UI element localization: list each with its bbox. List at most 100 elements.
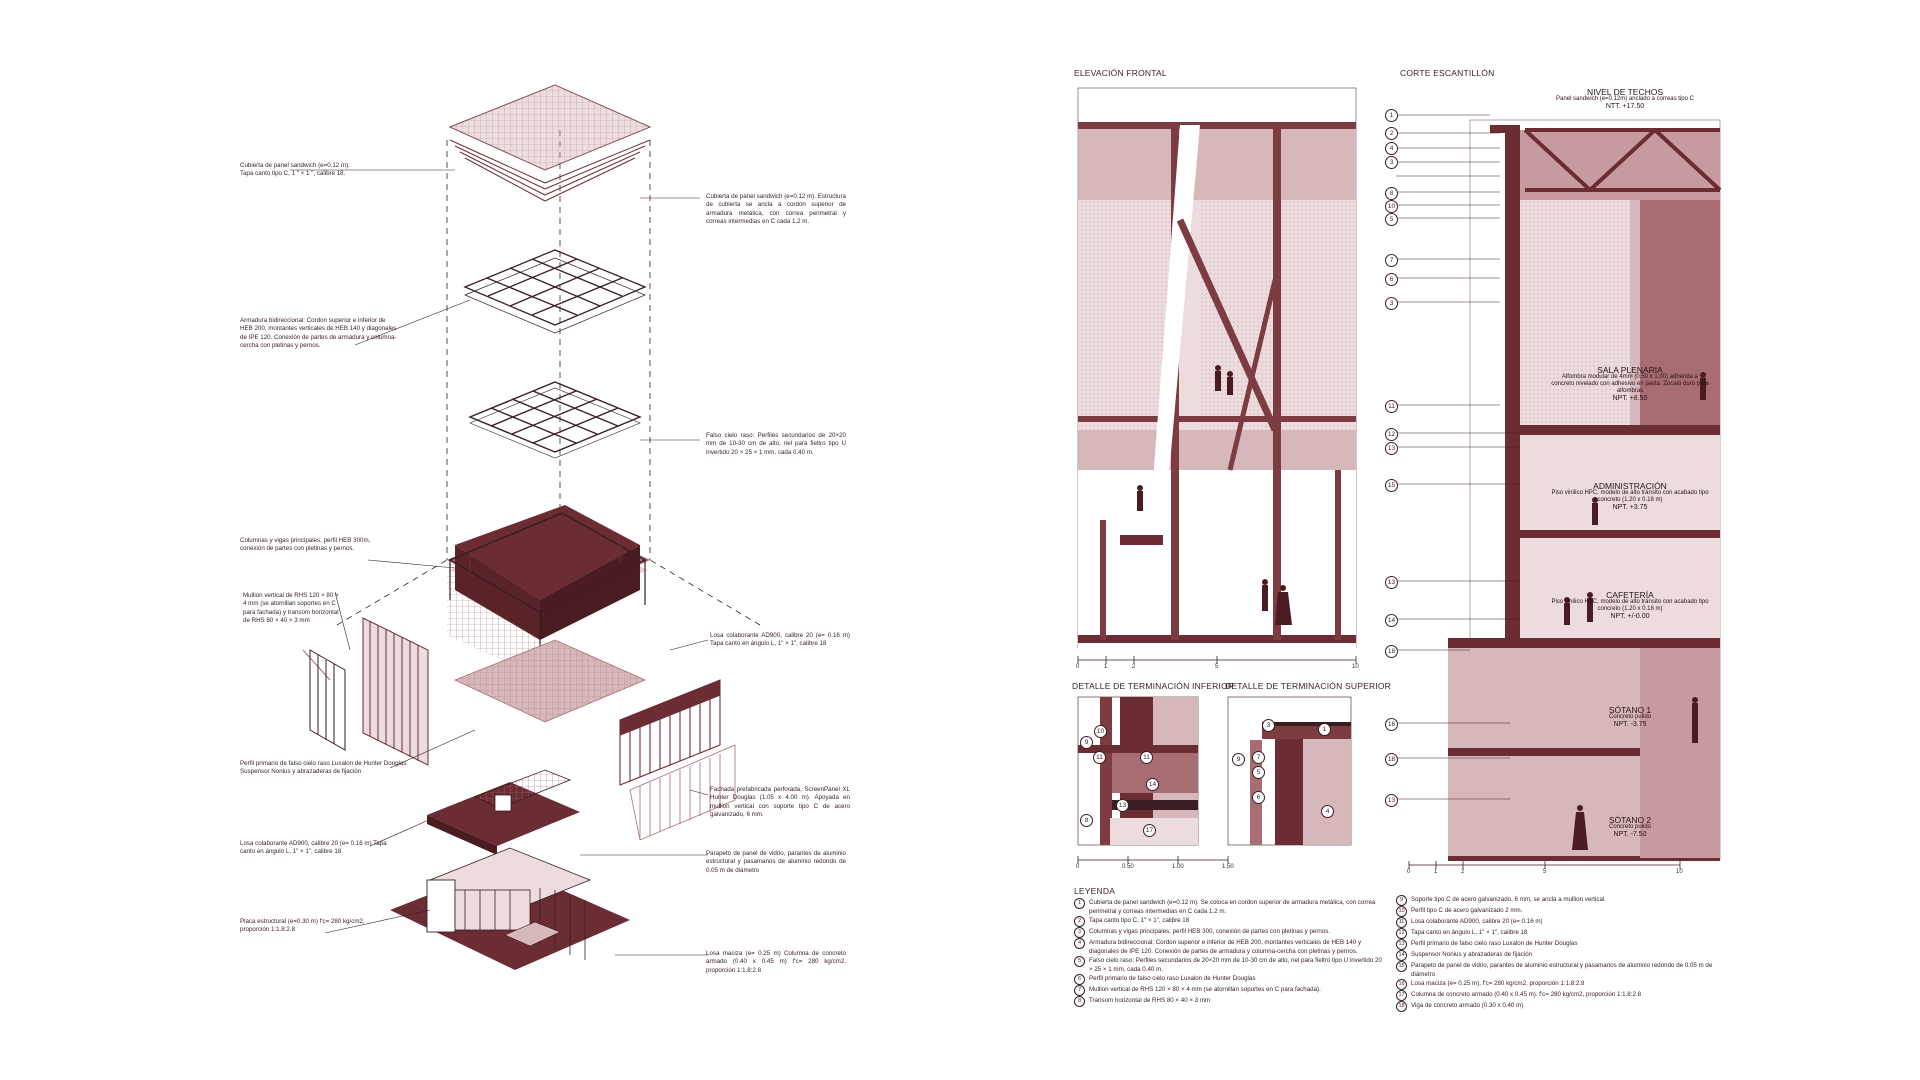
legend-key: 14 — [1396, 950, 1407, 961]
level-sotano-1: SÓTANO 1 Concreto pulido NPT. -3.75 — [1570, 706, 1690, 729]
lower-floor-slab — [427, 769, 580, 855]
level-sot1-desc: Concreto pulido — [1608, 714, 1652, 720]
legend-item: 8 Transom horizontal de RHS 80 × 40 × 3 m… — [1074, 996, 1384, 1007]
callout: 13 — [1385, 576, 1398, 589]
callout: 4 — [1321, 805, 1334, 818]
legend-key: 9 — [1396, 895, 1407, 906]
detail-lower-title: DETALLE DE TERMINACIÓN INFERIOR — [1072, 681, 1235, 691]
legend-text: Suspensor Nonius y abrazaderas de fijaci… — [1411, 951, 1533, 958]
section-scale-2: 2 — [1461, 869, 1465, 875]
exploded-axonometric — [290, 84, 761, 970]
level-roof-npt: NTT. +17.50 — [1605, 103, 1645, 110]
callout: 10 — [1094, 725, 1107, 738]
legend-key: 1 — [1074, 898, 1085, 909]
callout: 8 — [1385, 187, 1398, 200]
legend-text: Losa colaborante AD900, calibre 20 (e= 0… — [1411, 918, 1543, 925]
right-screen-panel — [629, 744, 736, 841]
front-elevation — [1077, 87, 1357, 664]
level-cafe-npt: NPT. +/-0.00 — [1610, 613, 1650, 620]
callout: 5 — [1385, 213, 1398, 226]
truss-layer — [463, 249, 647, 334]
callout: 14 — [1146, 778, 1159, 791]
legend-text: Tapa canto tipo C, 1" × 1", calibre 18 — [1089, 917, 1190, 924]
legend-item: 6 Perfil primario de falso cielo raso Lux… — [1074, 974, 1384, 985]
detail-scale-0: 0 — [1076, 864, 1080, 870]
callout: 3 — [1385, 297, 1398, 310]
level-cafe-desc: Piso vinilico HPC, modelo de alto tránsi… — [1551, 599, 1709, 612]
elev-scale-5: 5 — [1215, 664, 1219, 670]
level-roof-desc: Panel sandwich (e=0.12m) anclado a corre… — [1556, 96, 1694, 102]
callout: 18 — [1385, 753, 1398, 766]
left-mullion-fragment — [309, 649, 346, 751]
callout: 8 — [1080, 814, 1093, 827]
callout: 11 — [1140, 751, 1153, 764]
level-sotano-2: SÓTANO 2 Concreto pulido NPT. -7.50 — [1570, 816, 1690, 839]
legend-text: Losa maciza (e= 0.25 m). f'c= 280 kg/cm2… — [1411, 980, 1585, 987]
level-sot2-name: SÓTANO 2 — [1608, 815, 1652, 825]
annotation-prefab-facade: Fachada prefabricada perforada, ScreenPa… — [710, 786, 850, 819]
callout: 10 — [1385, 200, 1398, 213]
legend-key: 6 — [1074, 974, 1085, 985]
legend-key: 18 — [1396, 1001, 1407, 1012]
callout: 12 — [1385, 428, 1398, 441]
legend-text: Parapeto de panel de vidrio, parantes de… — [1411, 962, 1713, 978]
level-roof-name: NIVEL DE TECHOS — [1586, 87, 1664, 97]
level-cafe-name: CAFETERÍA — [1606, 590, 1654, 600]
detail-scale-100: 1.00 — [1172, 864, 1184, 870]
legend-key: 11 — [1396, 917, 1407, 928]
legend-key: 13 — [1396, 939, 1407, 950]
legend-key: 4 — [1074, 938, 1085, 949]
callout: 18 — [1385, 645, 1398, 658]
elevation-title: ELEVACIÓN FRONTAL — [1074, 68, 1167, 78]
level-sot1-name: SÓTANO 1 — [1608, 705, 1652, 715]
callout: 13 — [1385, 794, 1398, 807]
legend-item: 1 Cubierta de panel sandwich (e=0.12 m). … — [1074, 898, 1384, 916]
legend-key: 3 — [1074, 927, 1085, 938]
elev-scale-1: 1 — [1104, 664, 1108, 670]
callout: 1 — [1385, 109, 1398, 122]
callout: 3 — [1385, 156, 1398, 169]
legend-text: Transom horizontal de RHS 80 × 40 × 3 mm — [1089, 997, 1211, 1004]
main-volume — [447, 505, 650, 680]
legend-text: Perfil primario de falso cielo raso Luxa… — [1089, 975, 1256, 982]
legend-key: 17 — [1396, 990, 1407, 1001]
annotation-truss: Armadura bidireccional: Cordon superior … — [240, 317, 397, 350]
callout: 15 — [1385, 479, 1398, 492]
level-sot1-npt: NPT. -3.75 — [1613, 721, 1647, 728]
human-figures — [1137, 365, 1292, 625]
legend-text: Viga de concreto armado (0.30 x 0.40 m) — [1411, 1002, 1524, 1009]
callout: 3 — [1262, 719, 1275, 732]
detail-scale-050: 0.50 — [1122, 864, 1134, 870]
legend-key: 5 — [1074, 956, 1085, 967]
callout: 7 — [1385, 254, 1398, 267]
level-admin-desc: Piso vinilico HPC, modelo de alto tránsi… — [1551, 490, 1709, 503]
detail-lower — [1077, 696, 1199, 846]
legend-key: 16 — [1396, 979, 1407, 990]
level-plenary: SALA PLENARIA Alfombra modular de 4mm (0… — [1550, 366, 1710, 403]
legend-key: 8 — [1074, 996, 1085, 1007]
legend-key: 7 — [1074, 985, 1085, 996]
legend-key: 15 — [1396, 961, 1407, 972]
elev-scale-10: 10 — [1352, 664, 1359, 670]
callout: 5 — [1252, 766, 1265, 779]
callout: 9 — [1080, 736, 1093, 749]
level-sot2-npt: NPT. -7.50 — [1613, 831, 1647, 838]
annotation-roof-panel: Cubierta de panel sandwich (e=0.12 m). T… — [240, 162, 350, 178]
section-title: CORTE ESCANTILLÓN — [1400, 68, 1495, 78]
callout: 13 — [1116, 799, 1129, 812]
legend-text: Cubierta de panel sandwich (e=0.12 m). S… — [1089, 899, 1376, 915]
base-structure — [390, 847, 630, 970]
annotation-mullion: Mullion vertical de RHS 120 × 80 × 4 mm … — [243, 592, 339, 625]
callout: 4 — [1385, 142, 1398, 155]
annotation-false-ceiling: Falso cielo raso: Perfiles secundarios d… — [706, 432, 846, 456]
wall-section — [1396, 114, 1722, 869]
annotation-deck-slab: Losa colaborante AD900, calibre 20 (e= 0… — [710, 632, 850, 648]
callout: 16 — [1385, 718, 1398, 731]
annotation-columns: Columnas y vigas principales, perfil HEB… — [240, 537, 371, 553]
legend-title: LEYENDA — [1074, 886, 1116, 896]
